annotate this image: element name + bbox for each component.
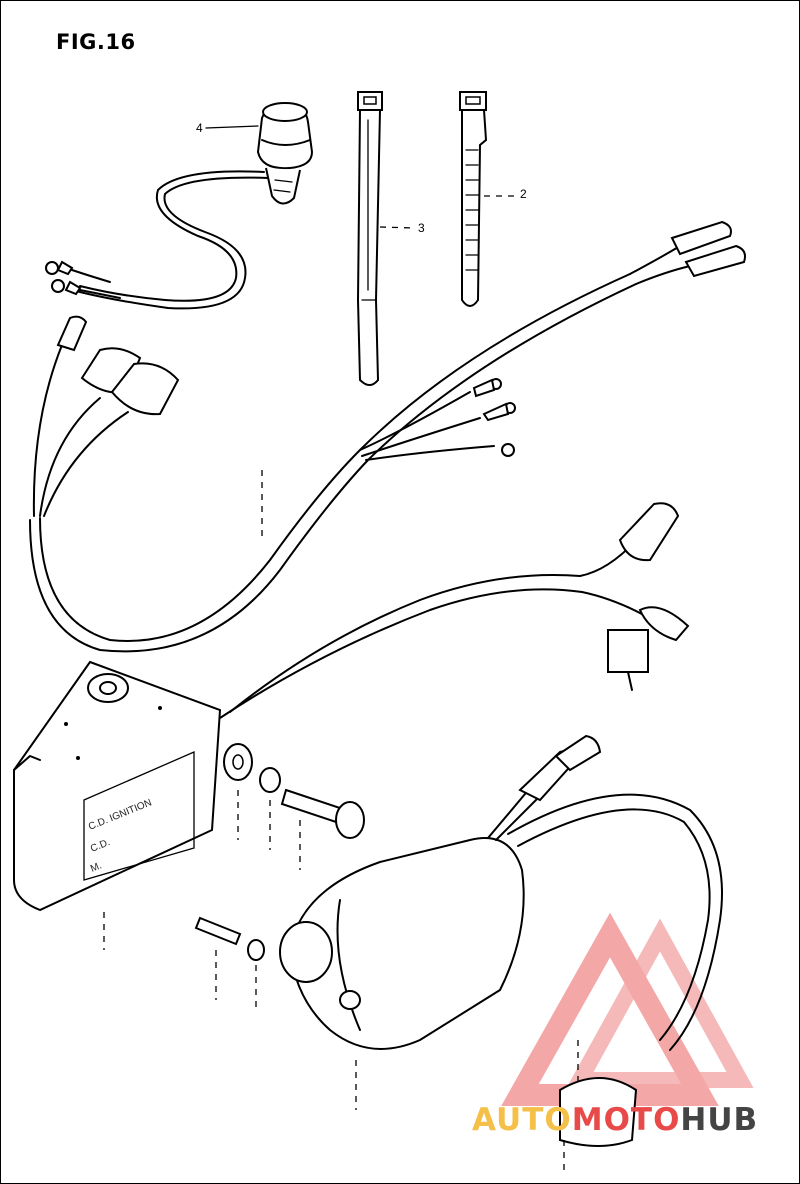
- long-cable-tie: [356, 91, 383, 386]
- callout-number-3: 3: [418, 221, 425, 235]
- watermark-part-hub: HUB: [680, 1102, 759, 1138]
- figure-title: FIG.16: [56, 30, 136, 54]
- main-wiring-harness: [29, 220, 746, 719]
- watermark-logo: [501, 912, 754, 1106]
- kill-switch: [45, 102, 314, 310]
- watermark-wordmark: AUTOMOTOHUB: [472, 1102, 758, 1138]
- watermark-part-auto: AUTO: [472, 1102, 572, 1138]
- callout-leader-4: [205, 125, 259, 129]
- cdi-label-line3: M.: [89, 860, 103, 874]
- mounting-hardware: [223, 743, 365, 870]
- ignition-coil: [194, 734, 723, 1170]
- cdi-unit: C.D. IGNITION C.D. M.: [13, 660, 222, 950]
- cable-tie: [459, 91, 488, 307]
- watermark-part-moto: MOTO: [571, 1102, 681, 1138]
- callout-number-2: 2: [520, 187, 527, 201]
- callout-leader-3: [379, 226, 415, 229]
- callout-number-4: 4: [196, 121, 203, 135]
